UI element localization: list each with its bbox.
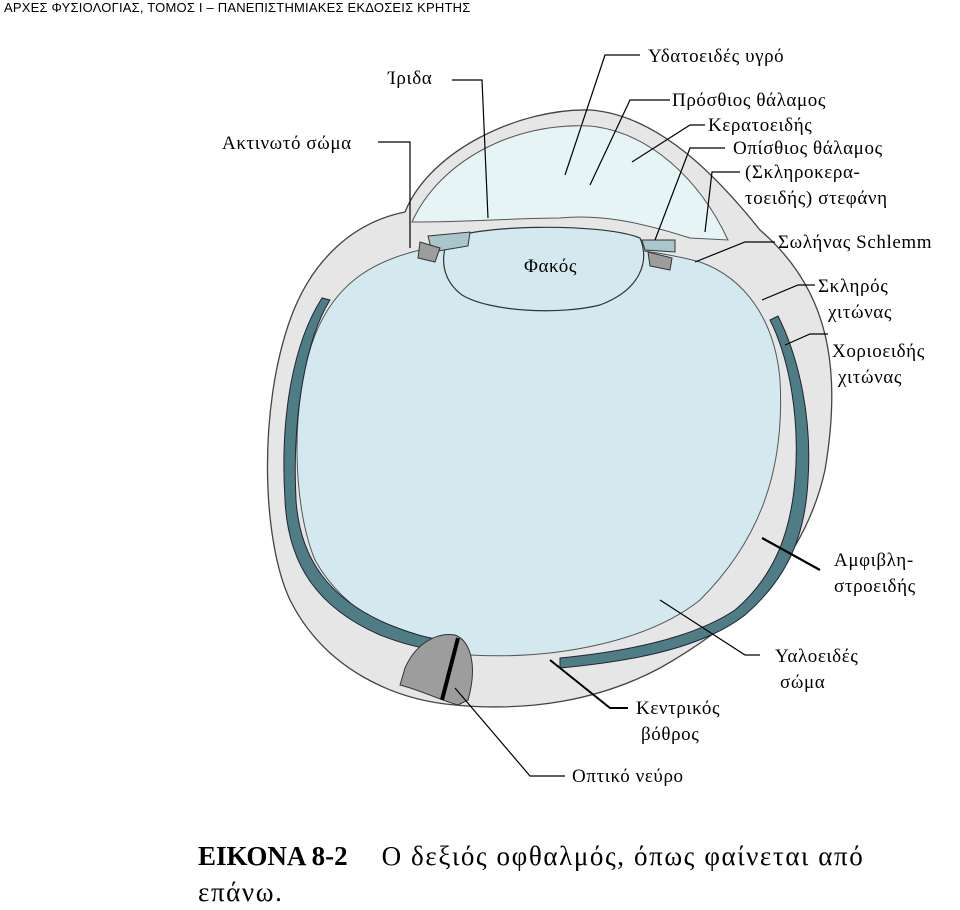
label-ciliary-body: Ακτινωτό σώμα <box>222 133 352 154</box>
label-retina-1: Αμφιβλη- <box>834 550 914 571</box>
eye-cross-section-diagram: Υδατοειδές υγρό Ίριδα Πρόσθιος θάλαμος Κ… <box>0 0 960 830</box>
figure-number: ΕΙΚΟΝΑ 8-2 <box>198 841 348 871</box>
label-sclera-1: Σκληρός <box>818 276 888 297</box>
label-retina-2: στροειδής <box>834 576 916 597</box>
label-choroid-1: Χοριοειδής <box>832 341 925 362</box>
label-aqueous-humor: Υδατοειδές υγρό <box>648 46 784 67</box>
label-lens: Φακός <box>524 256 577 277</box>
label-iris: Ίριδα <box>387 68 432 89</box>
label-schlemm-canal: Σωλήνας Schlemm <box>778 232 932 253</box>
label-cornea: Κερατοειδής <box>708 115 812 136</box>
label-corneoscleral-1: (Σκληροκερα- <box>745 162 860 183</box>
label-vitreous-1: Υαλοειδές <box>775 646 858 667</box>
label-corneoscleral-2: τοειδής) στεφάνη <box>745 188 888 209</box>
label-vitreous-2: σώμα <box>780 672 825 693</box>
label-fovea-2: βόθρος <box>641 724 699 745</box>
iris-right <box>642 240 675 252</box>
label-fovea-1: Κεντρικός <box>636 698 720 719</box>
label-sclera-2: χιτώνας <box>827 302 892 323</box>
label-optic-nerve: Οπτικό νεύρο <box>572 766 684 787</box>
label-choroid-2: χιτώνας <box>837 367 902 388</box>
label-anterior-chamber: Πρόσθιος θάλαμος <box>672 90 826 111</box>
label-posterior-chamber: Οπίσθιος θάλαμος <box>733 138 883 159</box>
